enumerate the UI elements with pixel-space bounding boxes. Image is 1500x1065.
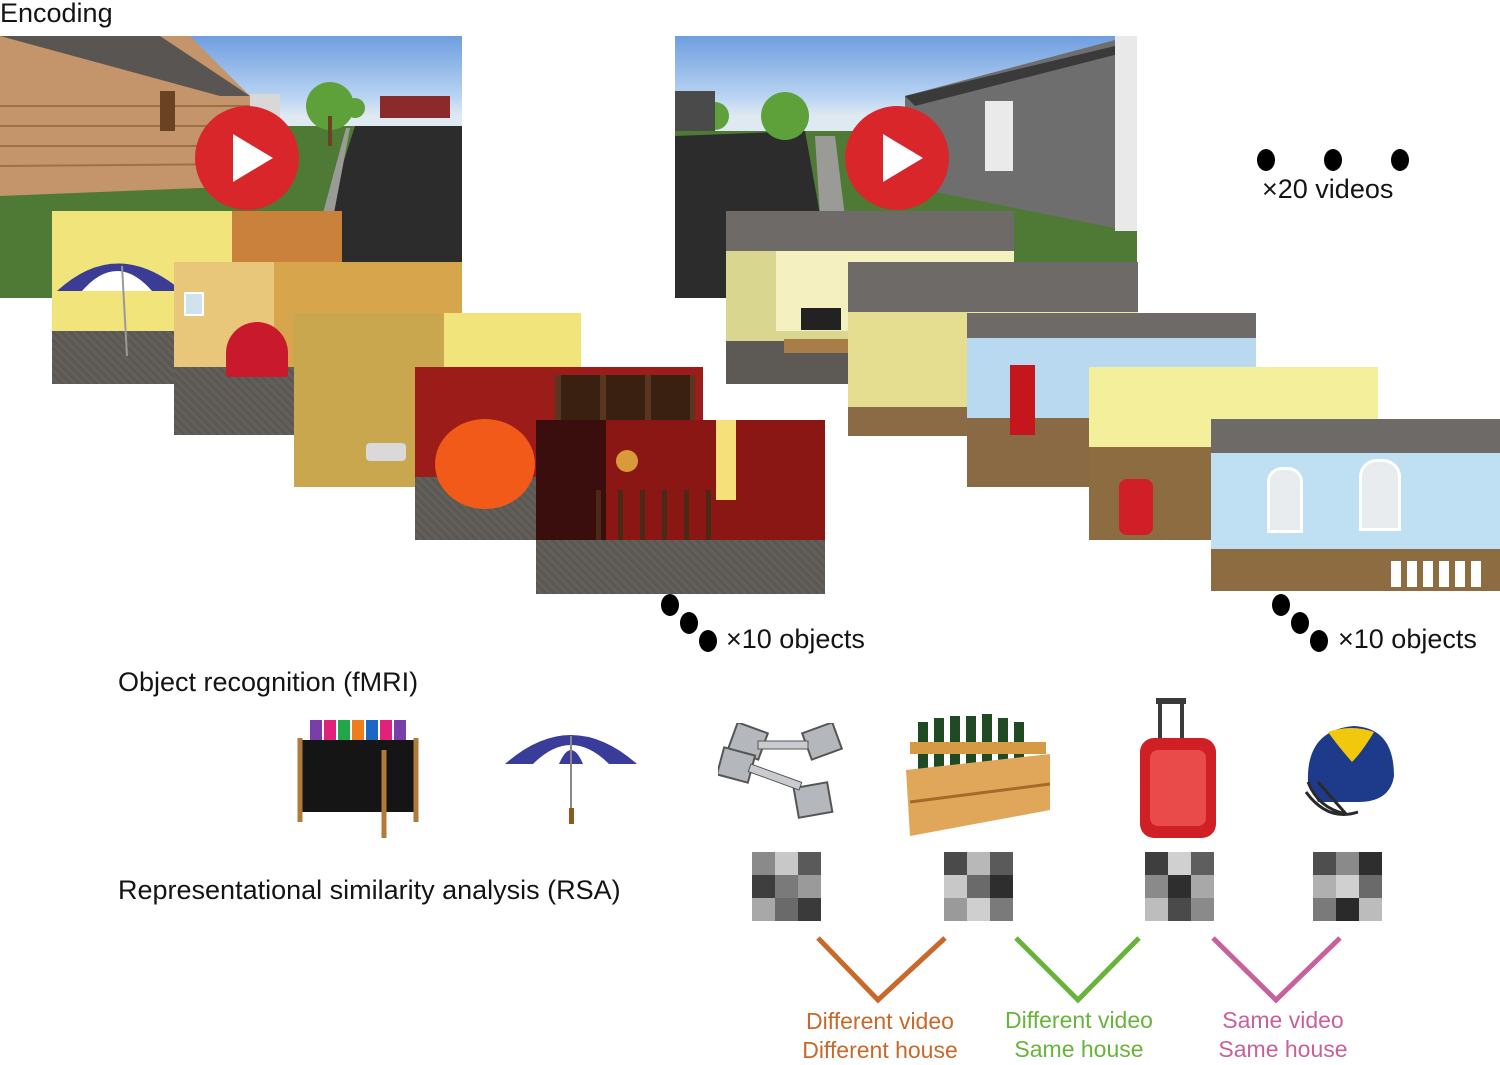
recognition-heading: Object recognition (fMRI): [118, 667, 419, 697]
rsa-cell: [1359, 852, 1382, 875]
rsa-cell: [1359, 898, 1382, 921]
rsa-cell: [775, 852, 798, 875]
ellipsis-dot: [699, 630, 717, 652]
rsa-cell: [1336, 875, 1359, 898]
rsa-cell: [1168, 852, 1191, 875]
rsa-cell: [1168, 898, 1191, 921]
rsa-cell: [1313, 898, 1336, 921]
ellipsis-dot: [1257, 149, 1275, 171]
rsa-heading: Representational similarity analysis (RS…: [118, 875, 621, 905]
ellipsis-dot: [1391, 149, 1409, 171]
videos-count-label: ×20 videos: [1262, 174, 1394, 204]
rsa-cell: [798, 852, 821, 875]
rsa-cell: [1191, 898, 1214, 921]
rsa-cell: [775, 875, 798, 898]
football-helmet-icon: [1304, 726, 1394, 816]
wine-crate-icon: [906, 714, 1051, 836]
rsa-cell: [752, 898, 775, 921]
comparison-connectors: [816, 936, 1342, 1004]
ellipsis-dot: [1272, 594, 1290, 616]
rsa-cell: [1168, 875, 1191, 898]
connector-same-house: [1014, 936, 1141, 1004]
ellipsis-dot: [680, 612, 698, 634]
rsa-matrix-2: [944, 852, 1013, 921]
room-frame-dining: [536, 420, 825, 594]
rsa-cell: [990, 875, 1013, 898]
ellipsis-dot: [1291, 612, 1309, 634]
rsa-cell: [990, 852, 1013, 875]
umbrella-icon: [505, 735, 637, 824]
rsa-cell: [798, 875, 821, 898]
rsa-cell: [944, 898, 967, 921]
rsa-cell: [990, 898, 1013, 921]
ellipsis-dot: [1310, 630, 1328, 652]
rsa-cell: [1145, 875, 1168, 898]
rsa-cell: [1191, 875, 1214, 898]
objects-count-label-right: ×10 objects: [1338, 624, 1477, 654]
rsa-cell: [1145, 852, 1168, 875]
connector-same-video: [1211, 936, 1342, 1004]
rsa-cell: [798, 898, 821, 921]
dumbbells-icon: [718, 723, 844, 819]
suitcase-icon: [1140, 698, 1216, 838]
rsa-cell: [967, 898, 990, 921]
connector-different-house: [816, 936, 947, 1004]
rsa-cell: [1191, 852, 1214, 875]
rsa-matrix-1: [752, 852, 821, 921]
rsa-cell: [967, 875, 990, 898]
ellipsis-dot: [1324, 149, 1342, 171]
ellipsis-dot: [661, 594, 679, 616]
rsa-cell: [1336, 898, 1359, 921]
play-icon-right[interactable]: [845, 106, 949, 210]
rsa-cell: [944, 852, 967, 875]
rsa-cell: [1359, 875, 1382, 898]
rsa-cell: [775, 898, 798, 921]
play-icon-left[interactable]: [195, 106, 299, 210]
rsa-cell: [944, 875, 967, 898]
room-frame-bowling: [1211, 419, 1500, 591]
rsa-cell: [752, 852, 775, 875]
rsa-cell: [1145, 898, 1168, 921]
rsa-cell: [967, 852, 990, 875]
objects-count-label-left: ×10 objects: [726, 624, 865, 654]
rsa-matrix-4: [1313, 852, 1382, 921]
rsa-cell: [752, 875, 775, 898]
rsa-cell: [1313, 875, 1336, 898]
rsa-cell: [1313, 852, 1336, 875]
encoding-title: Encoding: [0, 0, 113, 28]
marker-bin-icon: [297, 720, 419, 838]
rsa-cell: [1336, 852, 1359, 875]
rsa-matrix-3: [1145, 852, 1214, 921]
